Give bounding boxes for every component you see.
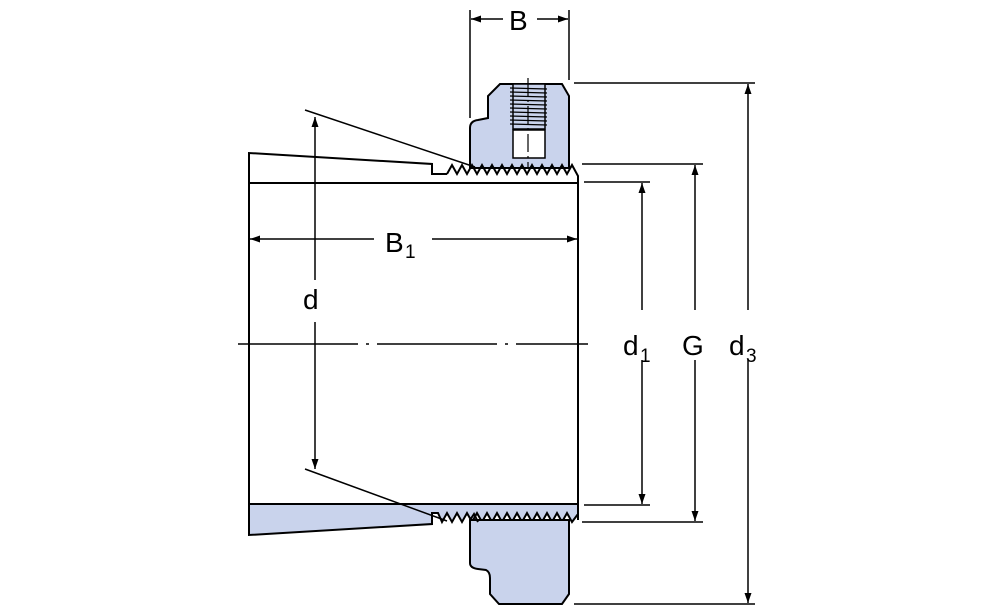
svg-text:1: 1: [640, 346, 651, 367]
lock-nut-lower: [469, 519, 570, 605]
label-d: d: [303, 284, 319, 315]
set-screw-hole: [509, 78, 548, 168]
label-d3: d 3: [729, 330, 757, 367]
svg-text:B: B: [385, 227, 404, 258]
thread-upper: [446, 162, 579, 183]
svg-text:1: 1: [405, 242, 416, 263]
sleeve-upper-wall: [248, 151, 447, 183]
label-d1: d 1: [623, 330, 651, 367]
label-B: B: [509, 5, 528, 36]
label-B1: B 1: [385, 227, 416, 263]
svg-text:d: d: [623, 330, 639, 361]
label-G: G: [682, 330, 704, 361]
svg-text:3: 3: [746, 346, 757, 367]
svg-text:d: d: [729, 330, 745, 361]
